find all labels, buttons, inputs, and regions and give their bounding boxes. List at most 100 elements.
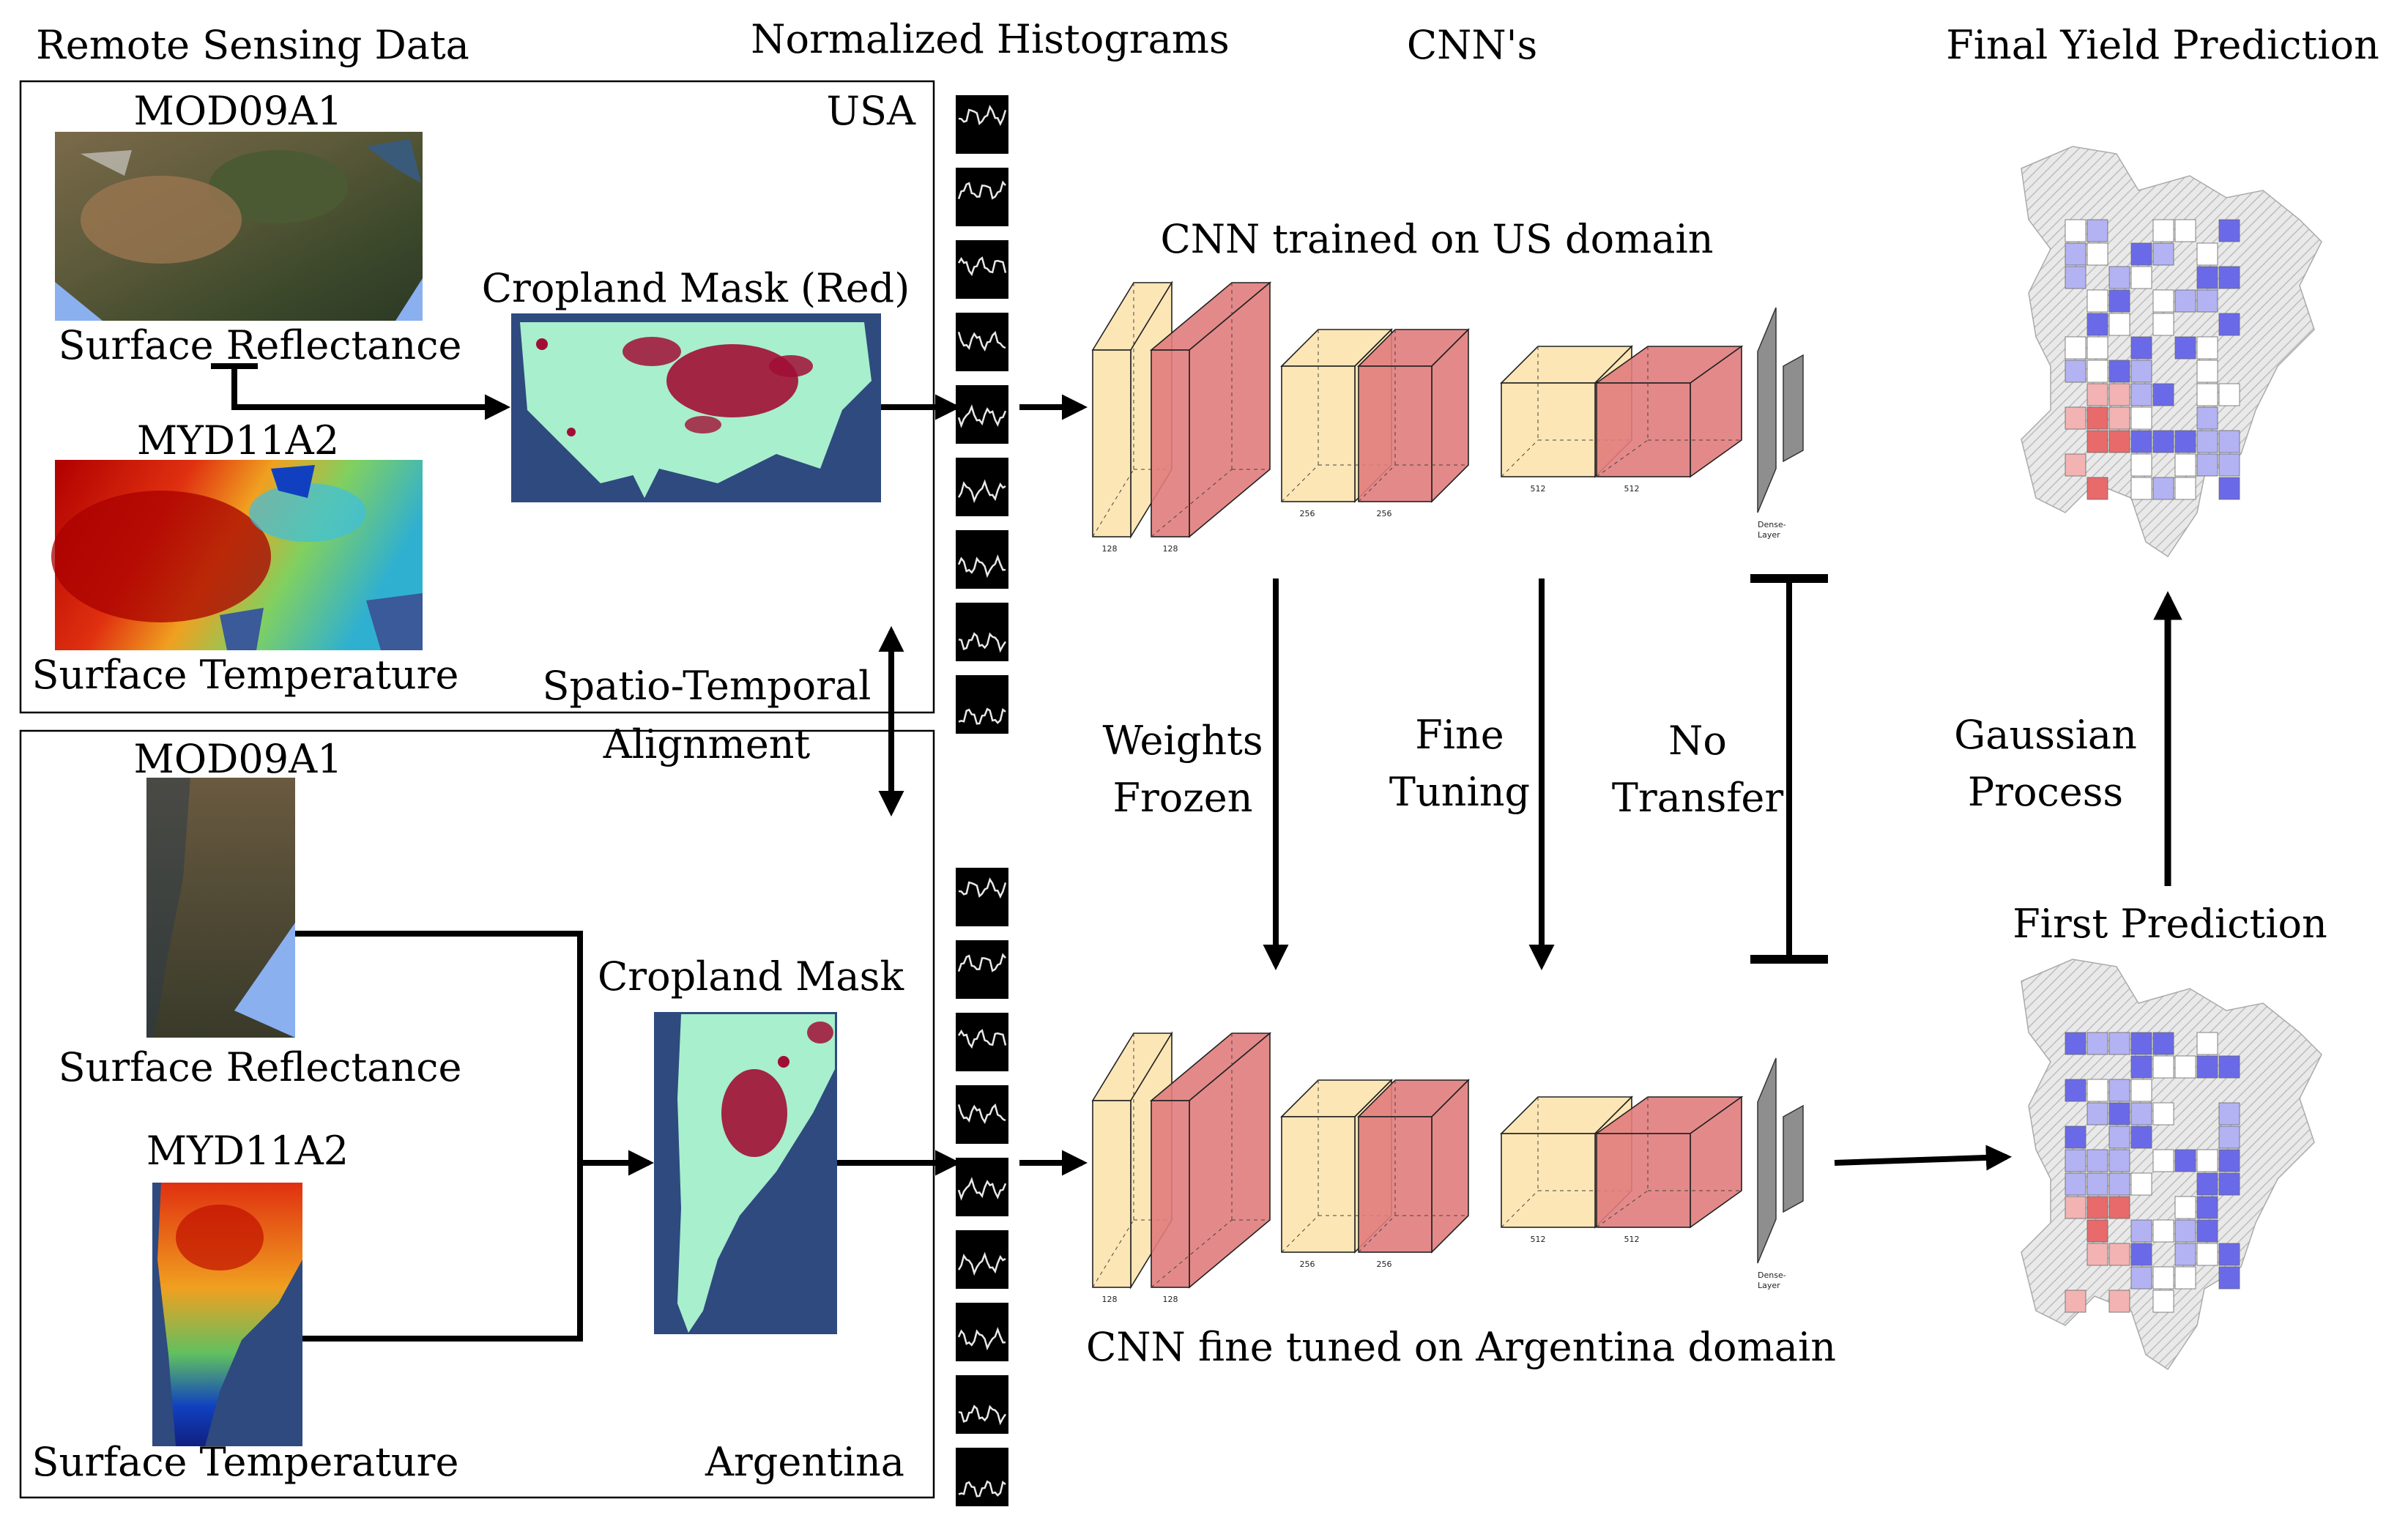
final-map-region — [2218, 313, 2240, 336]
weights-frozen-line1: Weights — [1102, 718, 1263, 764]
first-map-region — [2086, 1243, 2108, 1266]
argentina-histogram-tile — [956, 1303, 1008, 1361]
final-map-region — [2065, 219, 2086, 242]
final-map-region — [2218, 266, 2240, 289]
first-map-region — [2086, 1219, 2108, 1243]
cnn-top-dense-label: Layer — [1758, 530, 1780, 540]
first-map-region — [2065, 1172, 2086, 1196]
final-map-region — [2218, 453, 2240, 477]
final-map-region — [2218, 477, 2240, 500]
final-map-region — [2130, 406, 2152, 430]
final-map-region — [2174, 336, 2196, 360]
first-map-region — [2152, 1102, 2174, 1126]
argentina-histogram-tile — [956, 1448, 1008, 1506]
first-map-region — [2108, 1032, 2130, 1055]
usa-histogram-tile — [956, 385, 1008, 444]
first-map-region — [2130, 1079, 2152, 1102]
final-map-region — [2152, 477, 2174, 500]
first-prediction-map — [2021, 959, 2322, 1371]
final-map-region — [2130, 453, 2152, 477]
first-map-region — [2065, 1149, 2086, 1172]
final-map-region — [2086, 430, 2108, 453]
cnn-top-dense-layer — [1757, 307, 1804, 513]
cnn-bottom-dense-layer — [1757, 1057, 1804, 1264]
final-map-region — [2196, 360, 2218, 383]
first-map-region — [2108, 1102, 2130, 1126]
first-map-region — [2130, 1172, 2152, 1196]
first-map-region — [2130, 1055, 2152, 1079]
final-map-region — [2108, 406, 2130, 430]
cnn-bottom-block-label: 512 — [1531, 1235, 1546, 1244]
first-map-region — [2196, 1172, 2218, 1196]
usa-reflectance-image — [55, 132, 423, 321]
first-map-region — [2086, 1149, 2108, 1172]
argentina-mod-product: MOD09A1 — [134, 736, 343, 782]
first-map-region — [2218, 1172, 2240, 1196]
cnn-bottom-title: CNN fine tuned on Argentina domain — [1086, 1324, 1836, 1370]
usa-panel-frame — [19, 80, 935, 714]
cnn-top-block-label: 256 — [1377, 509, 1392, 518]
final-map-region — [2196, 242, 2218, 266]
first-map-region — [2086, 1032, 2108, 1055]
usa-temperature-image — [51, 460, 423, 650]
argentina-histogram-tile — [956, 1085, 1008, 1144]
usa-myd-caption: Surface Temperature — [32, 652, 459, 698]
final-map-region — [2196, 266, 2218, 289]
alignment-line2: Alignment — [603, 721, 811, 767]
cnn-bottom-block-label: 256 — [1300, 1260, 1315, 1269]
final-map-region — [2152, 383, 2174, 406]
final-map-region — [2065, 360, 2086, 383]
final-map-region — [2174, 430, 2196, 453]
cnn-top-block-label: 256 — [1300, 509, 1315, 518]
final-map-region — [2130, 383, 2152, 406]
argentina-mod-caption: Surface Reflectance — [59, 1044, 462, 1090]
final-map-region — [2196, 430, 2218, 453]
header-remote-sensing: Remote Sensing Data — [36, 22, 469, 68]
final-map-region — [2130, 242, 2152, 266]
first-map-region — [2130, 1243, 2152, 1266]
argentina-histogram-strip — [956, 868, 1008, 1506]
argentina-myd-caption: Surface Temperature — [32, 1439, 459, 1485]
first-map-region — [2108, 1290, 2130, 1313]
final-map-region — [2152, 219, 2174, 242]
first-map-region — [2196, 1219, 2218, 1243]
argentina-temperature-image — [152, 1183, 302, 1446]
first-map-region — [2152, 1032, 2174, 1055]
final-map-region — [2174, 219, 2196, 242]
first-map-region — [2130, 1266, 2152, 1290]
first-map-region — [2152, 1149, 2174, 1172]
first-map-region — [2218, 1126, 2240, 1149]
final-map-region — [2086, 219, 2108, 242]
cnn-bottom-dense-label: Dense- — [1758, 1270, 1786, 1280]
usa-histogram-strip — [956, 95, 1008, 734]
first-map-region — [2218, 1243, 2240, 1266]
cnn-top-title: CNN trained on US domain — [1160, 216, 1713, 262]
final-map-region — [2196, 336, 2218, 360]
first-map-region — [2130, 1126, 2152, 1149]
cnn-top-block-label: 128 — [1163, 544, 1178, 554]
first-map-region — [2218, 1055, 2240, 1079]
first-map-region — [2196, 1243, 2218, 1266]
cnn-bottom-dense-label: Layer — [1758, 1281, 1780, 1290]
cnn-top-block-label: 512 — [1531, 484, 1546, 494]
first-map-region — [2086, 1196, 2108, 1219]
header-cnns: CNN's — [1407, 22, 1537, 68]
cnn-bottom-block-label: 256 — [1377, 1260, 1392, 1269]
first-map-region — [2152, 1290, 2174, 1313]
final-map-region — [2086, 289, 2108, 313]
alignment-line1: Spatio-Temporal — [543, 663, 872, 709]
usa-histogram-tile — [956, 603, 1008, 661]
final-map-region — [2130, 336, 2152, 360]
first-map-region — [2152, 1055, 2174, 1079]
final-map-region — [2196, 289, 2218, 313]
usa-mod-caption: Surface Reflectance — [59, 322, 462, 368]
first-map-region — [2174, 1055, 2196, 1079]
gaussian-process-line2: Process — [1968, 769, 2123, 815]
final-map-region — [2086, 383, 2108, 406]
first-map-region — [2108, 1149, 2130, 1172]
argentina-reflectance-image — [146, 778, 295, 1038]
argentina-histogram-tile — [956, 1230, 1008, 1289]
argentina-histogram-tile — [956, 1013, 1008, 1071]
